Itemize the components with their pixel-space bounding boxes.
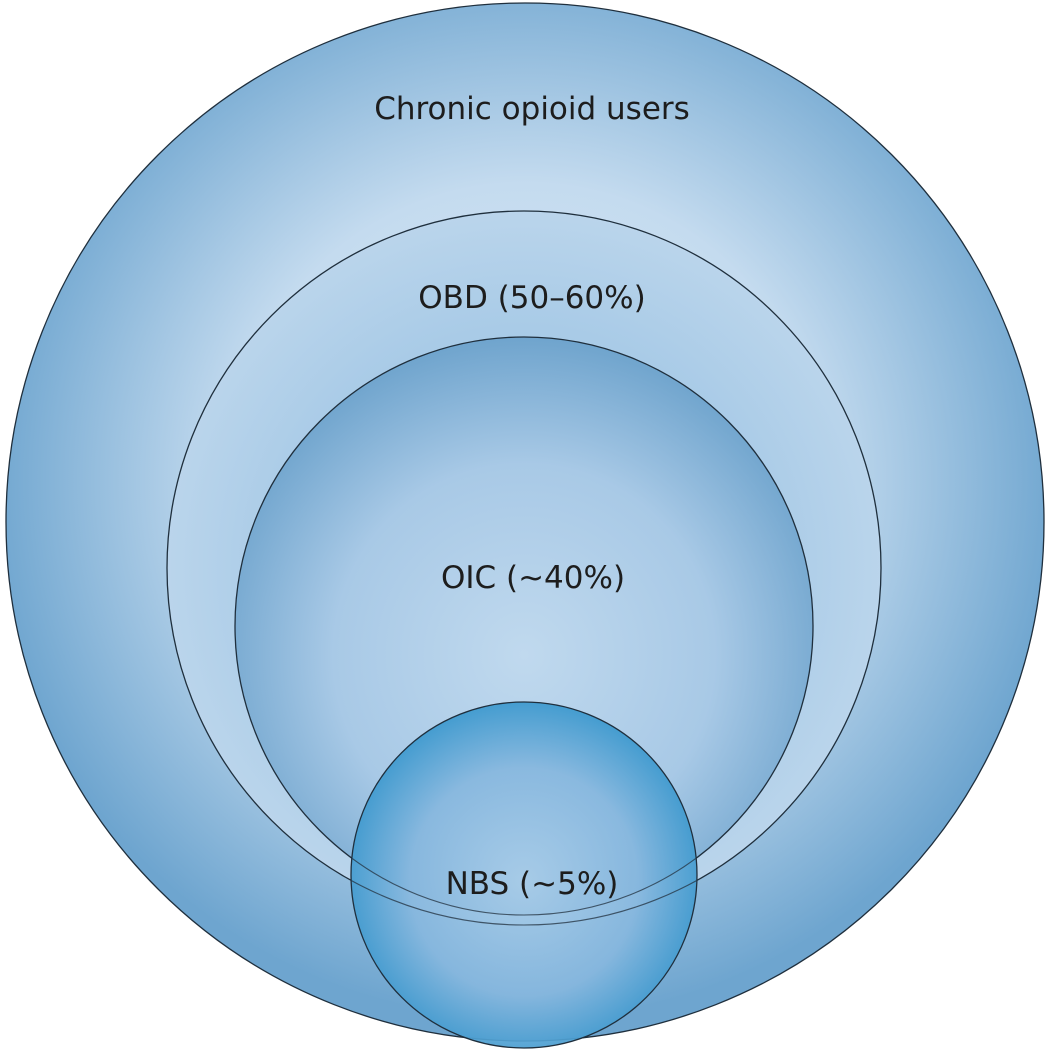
nbs-overlap-lines: [351, 702, 697, 926]
label-oic: OIC (~40%): [441, 560, 625, 596]
circle-nbs: [350, 701, 698, 1049]
label-obd: OBD (50–60%): [418, 280, 645, 316]
label-chronic-opioid-users: Chronic opioid users: [374, 91, 690, 127]
label-nbs: NBS (~5%): [446, 866, 619, 902]
